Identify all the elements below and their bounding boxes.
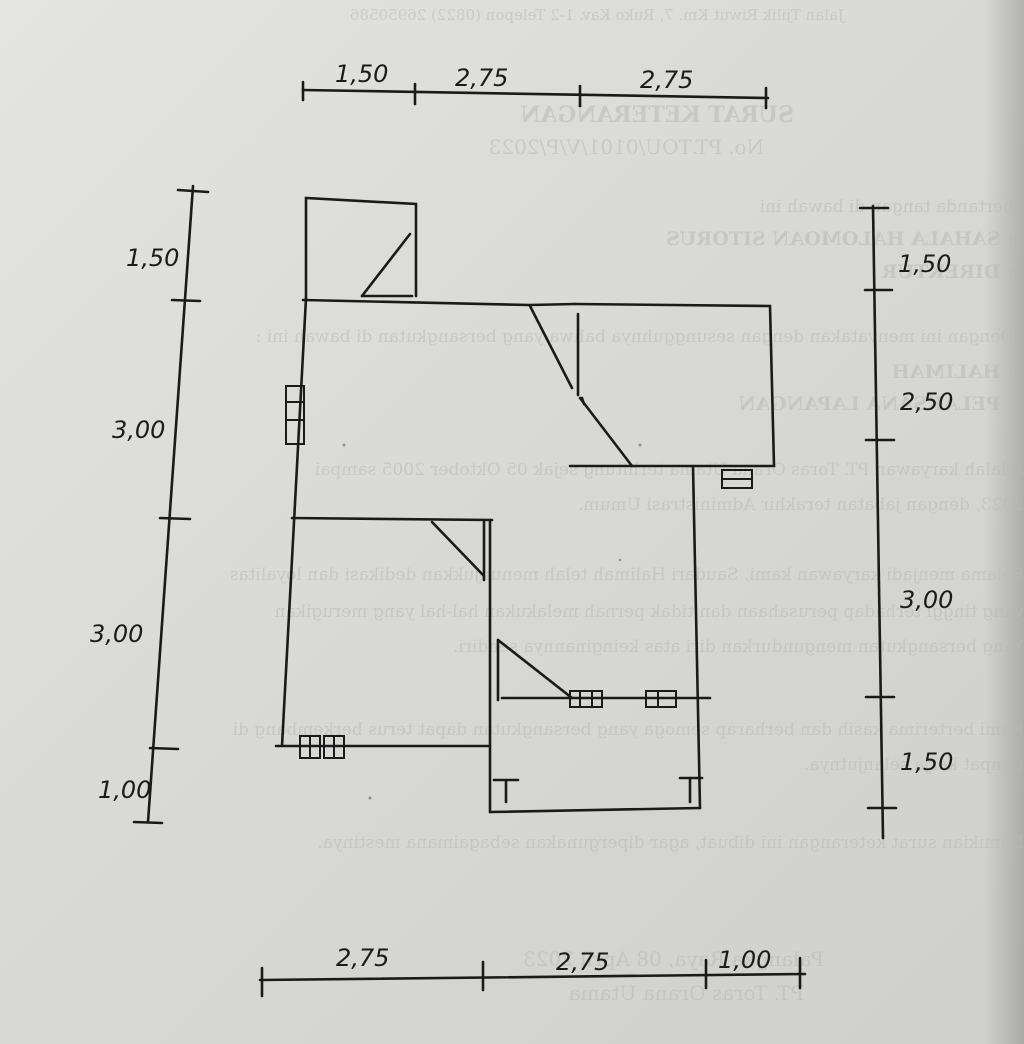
window-icon [721, 469, 753, 489]
page-shadow [984, 0, 1024, 1044]
dim-label-left: 3,00 [112, 416, 165, 444]
ghost-line: tempat kerja selanjutnya. [804, 755, 1024, 775]
door-swing-icon [578, 396, 634, 468]
ghost-letter-text: Jalan Tjilik Riwut Km. 7, Ruko Kav. 1-2 … [230, 6, 1024, 1005]
windows [285, 385, 753, 759]
floor-plan-walls [274, 196, 776, 814]
dim-label-bottom: 2,75 [336, 944, 389, 972]
dim-label-left: 3,00 [90, 620, 143, 648]
dim-label-left: 1,50 [126, 244, 179, 272]
ghost-line: : DIREKTUR [882, 261, 1014, 283]
ghost-line: Selama menjadi karyawan kami, Saudari Ha… [230, 565, 1024, 585]
dim-label-right: 2,50 [900, 388, 953, 416]
left-dimension-line: 1,50 3,00 3,00 1,00 [90, 184, 210, 825]
window-icon [299, 735, 321, 759]
window-icon [285, 385, 305, 445]
door-swings [360, 232, 634, 702]
window-icon [323, 735, 345, 759]
dim-label-top: 2,75 [455, 64, 508, 92]
ghost-line: : HALIMAH [892, 361, 1014, 383]
ghost-line: Demikian surat keterangan ini dibuat, ag… [317, 833, 1024, 853]
t-marker-icon [492, 778, 520, 804]
dim-label-top: 1,50 [335, 60, 388, 88]
ghost-line: PT. Toras Orana Utama [569, 981, 804, 1005]
ghost-line: Kami berterima kasih dan berharap semoga… [232, 720, 1024, 740]
ghost-line: Adalah karyawan PT. Toras Orana Utama te… [314, 460, 1024, 480]
door-swing-icon [430, 520, 486, 582]
ghost-line: Jalan Tjilik Riwut Km. 7, Ruko Kav. 1-2 … [350, 6, 846, 24]
bottom-dimension-line: 2,75 2,75 1,00 [258, 944, 807, 998]
t-marker-icon [678, 776, 704, 804]
door-swing-icon [528, 304, 574, 390]
dim-label-right: 1,50 [900, 748, 953, 776]
dim-label-right: 3,00 [900, 586, 953, 614]
dim-label-right: 1,50 [898, 250, 951, 278]
ghost-line: : SAHALA HALOMOAN SITORUS [666, 228, 1014, 250]
ghost-line: Dengan ini menyatakan dengan sesungguhny… [256, 327, 1014, 347]
door-swing-icon [496, 638, 574, 702]
dim-label-bottom: 2,75 [556, 948, 609, 976]
ghost-line: yang tinggi terhadap perusahaan dan tida… [275, 602, 1024, 622]
top-dimension-line: 1,50 2,75 2,75 [301, 60, 770, 110]
ghost-line: Palangka Raya, 08 April 2023 [523, 947, 824, 971]
dim-label-bottom: 1,00 [718, 946, 771, 974]
dim-label-top: 2,75 [640, 66, 693, 94]
right-dimension-line: 1,50 2,50 3,00 1,50 [858, 204, 953, 840]
paper-specks [342, 443, 642, 800]
door-swing-icon [360, 232, 414, 298]
ghost-line: SURAT KETERANGAN [520, 102, 794, 128]
ghost-line: Yang bersangkutan mengundurkan diri atas… [453, 637, 1024, 657]
t-markers [492, 776, 704, 804]
ghost-line: 2023, dengan jabatan terakhir Administra… [578, 495, 1024, 515]
ghost-line: No. PT.TOU/0101/V/P/2023 [489, 135, 764, 159]
dim-label-left: 1,00 [98, 776, 151, 804]
